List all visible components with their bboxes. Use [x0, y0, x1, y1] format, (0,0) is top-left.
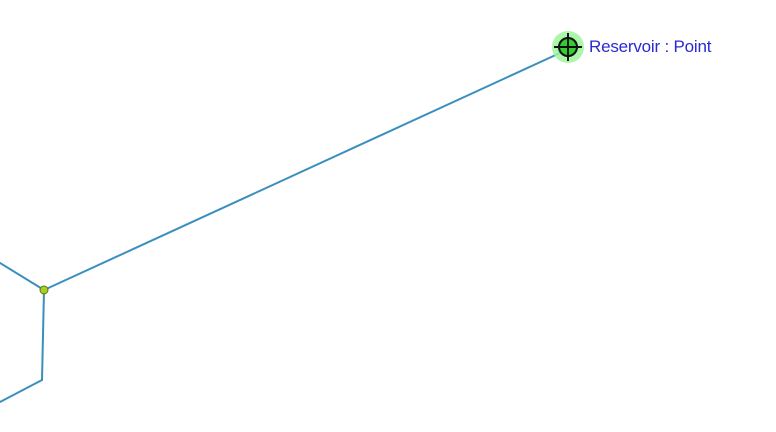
pipe-to-reservoir[interactable]: [43, 52, 561, 291]
crosshair-snap-icon[interactable]: [552, 31, 584, 63]
junction-node-icon[interactable]: [39, 285, 49, 295]
snap-tooltip-geometry: Point: [673, 37, 712, 56]
snap-tooltip-layer: Reservoir: [589, 37, 660, 56]
pipe-vertical[interactable]: [41, 289, 45, 381]
snap-tooltip: Reservoir : Point: [589, 36, 711, 58]
pipe-lower-left[interactable]: [0, 379, 43, 403]
pipe-upper-left[interactable]: [0, 262, 45, 291]
snap-tooltip-separator: :: [659, 37, 674, 56]
